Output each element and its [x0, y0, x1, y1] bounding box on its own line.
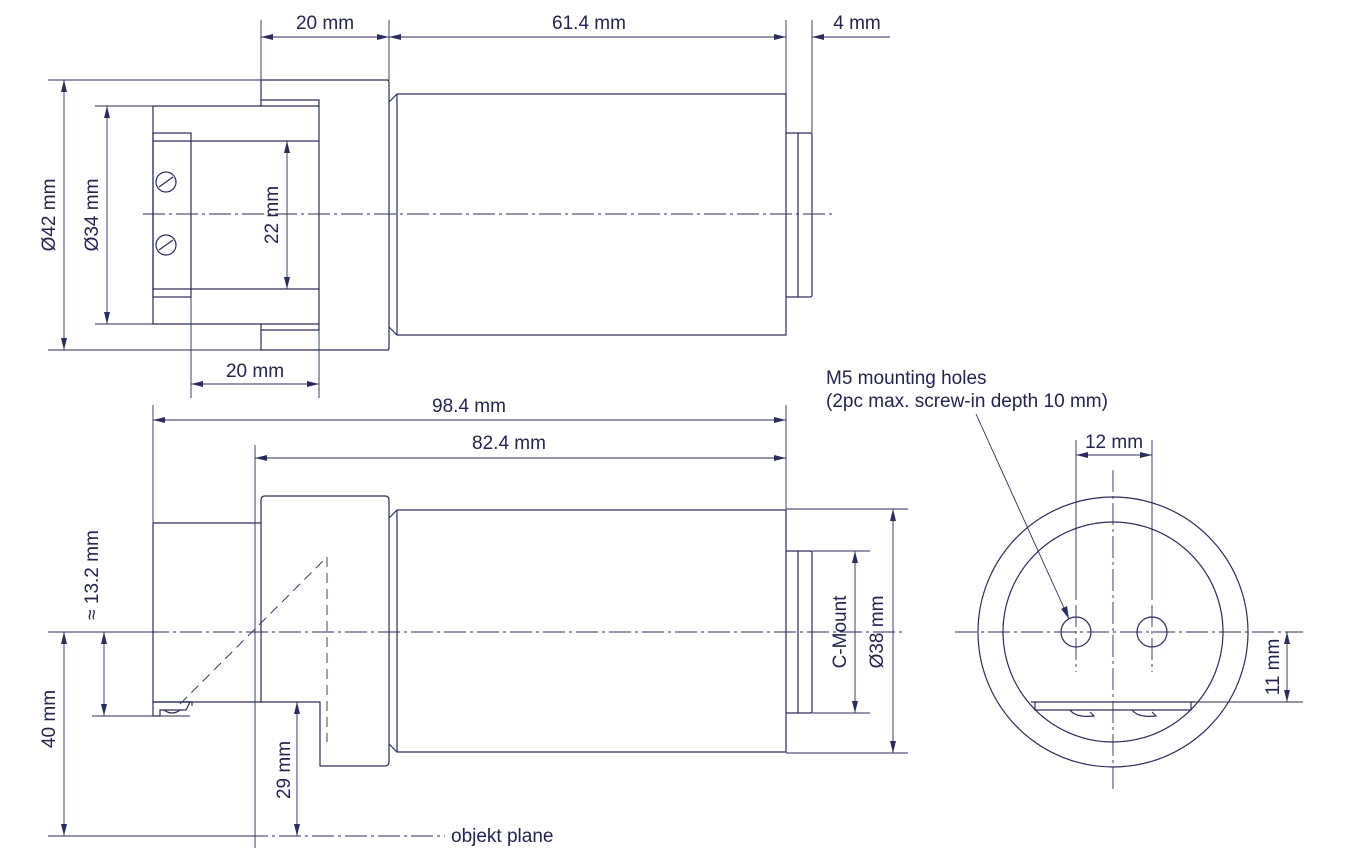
dim-side-total-length: 98.4 mm: [432, 396, 506, 417]
dim-top-bore-diameter: 22 mm: [262, 186, 283, 244]
dim-side-body-length: 82.4 mm: [472, 433, 546, 454]
object-plane-label: objekt plane: [451, 826, 553, 847]
dim-top-outer-diameter: Ø42 mm: [39, 179, 60, 252]
mounting-holes-note-line1: M5 mounting holes: [826, 368, 987, 389]
top-view: 20 mm 61.4 mm 4 mm Ø42 mm Ø34 mm 22 mm 2…: [39, 13, 890, 398]
mounting-holes-note-line2: (2pc max. screw-in depth 10 mm): [826, 391, 1108, 412]
dim-end-hole-spacing: 12 mm: [1085, 432, 1143, 453]
dim-top-body-length: 61.4 mm: [552, 13, 626, 34]
dim-side-object-distance: 29 mm: [274, 741, 295, 799]
dim-side-cmount: C-Mount: [830, 595, 851, 669]
dim-end-hole-height: 11 mm: [1263, 639, 1284, 696]
side-view: objekt plane 98.4 mm 82.4 mm ≈ 13.2 mm 4…: [39, 396, 908, 848]
dim-side-height: 40 mm: [39, 690, 60, 748]
screw-icon: [155, 171, 177, 193]
dim-top-bore-length: 20 mm: [226, 361, 284, 382]
end-view: 12 mm 11 mm M5 mounting holes (2pc max. …: [826, 368, 1303, 790]
dim-top-inner-diameter: Ø34 mm: [82, 179, 103, 252]
dim-side-offset: ≈ 13.2 mm: [82, 530, 103, 620]
dim-top-flange-width: 20 mm: [296, 13, 354, 34]
dim-top-cmount-length: 4 mm: [833, 13, 881, 34]
screw-icon: [155, 234, 177, 256]
dim-side-body-diameter: Ø38 mm: [867, 596, 888, 669]
